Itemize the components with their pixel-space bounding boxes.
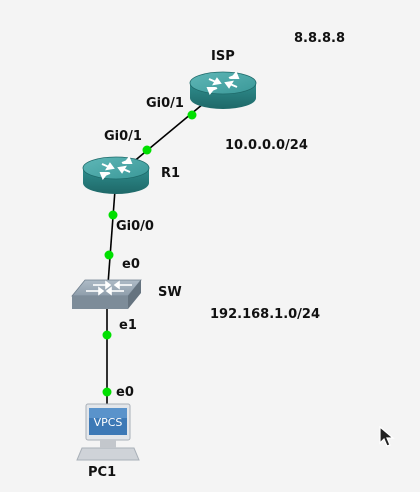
node-label-isp[interactable]: ISP: [211, 49, 235, 64]
router-isp-icon[interactable]: [189, 71, 257, 109]
interface-label-sw-e0[interactable]: e0: [122, 257, 140, 272]
port-dot-sw-e0[interactable]: [104, 250, 114, 260]
switch-sw-icon[interactable]: [71, 279, 142, 309]
node-label-sw[interactable]: SW: [158, 285, 182, 300]
interface-label-r1-gi00[interactable]: Gi0/0: [116, 219, 154, 234]
link-r1-sw[interactable]: [107, 189, 116, 285]
port-dot-sw-e1[interactable]: [102, 330, 112, 340]
annotation-wan-subnet[interactable]: 10.0.0.0/24: [225, 138, 308, 153]
interface-label-pc1-e0[interactable]: e0: [116, 385, 134, 400]
port-dot-r1-gi00[interactable]: [108, 210, 118, 220]
port-dot-pc1-e0[interactable]: [102, 387, 112, 397]
router-r1-icon[interactable]: [82, 156, 150, 194]
pc1-vpcs-icon[interactable]: VPCS: [76, 403, 140, 461]
port-dot-r1-gi01[interactable]: [142, 145, 152, 155]
annotation-lan-subnet[interactable]: 192.168.1.0/24: [210, 307, 321, 322]
interface-label-r1-gi01[interactable]: Gi0/1: [104, 129, 142, 144]
annotation-public-ip[interactable]: 8.8.8.8: [294, 31, 345, 46]
mouse-pointer-icon: [379, 426, 395, 447]
node-label-r1[interactable]: R1: [161, 166, 181, 181]
port-dot-isp-gi01[interactable]: [187, 110, 197, 120]
interface-label-sw-e1[interactable]: e1: [119, 318, 137, 333]
node-label-pc1[interactable]: PC1: [88, 465, 117, 480]
pc1-screen-text: VPCS: [94, 416, 123, 429]
interface-label-isp-gi01[interactable]: Gi0/1: [146, 96, 184, 111]
